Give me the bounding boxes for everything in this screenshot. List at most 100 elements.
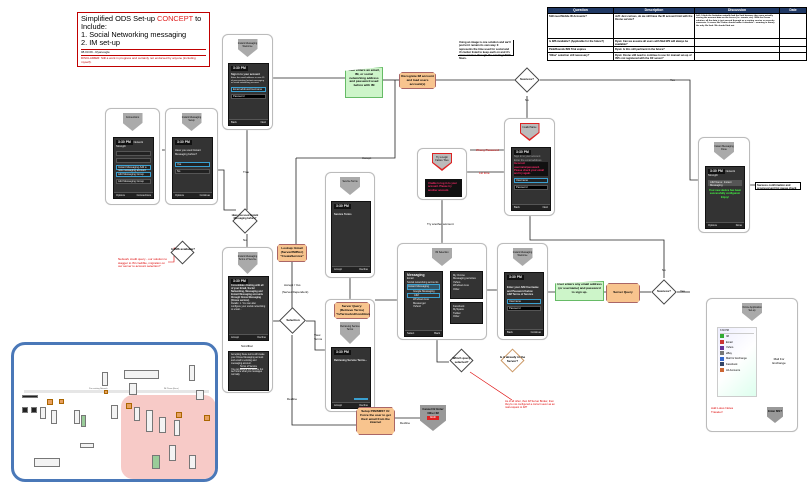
- password-field[interactable]: Password: [507, 305, 541, 311]
- category-social[interactable]: Social networking accounts: [407, 280, 439, 284]
- menu-item[interactable]: Other: [453, 287, 460, 291]
- clock: 3:30 PM: [334, 204, 351, 210]
- accept-softkey[interactable]: Accept: [334, 404, 342, 407]
- clock: 3:30 PM: [231, 279, 248, 285]
- category-im[interactable]: Instant Messaging: [407, 284, 440, 290]
- edge-label: Yes: [670, 78, 675, 82]
- cell: Jeff: I think the limitation actually ha…: [694, 13, 780, 39]
- server-query-box: Server Query: [606, 283, 640, 303]
- success-note: Success confirmation and progress/sent l…: [755, 182, 801, 190]
- category-email[interactable]: Email: [407, 277, 414, 281]
- email-field[interactable]: Email address/Username: [231, 87, 266, 93]
- im-option[interactable]: Windows Live Messenger: [413, 298, 430, 305]
- app-item[interactable]: Email: [720, 339, 754, 346]
- app-item[interactable]: IM: [720, 334, 754, 340]
- card-terms: Instant Messaging Terms of Service 3:30 …: [222, 247, 273, 393]
- app-item[interactable]: All Accounts: [720, 367, 754, 374]
- softkey-left[interactable]: Options: [708, 224, 717, 227]
- card-header: Instant Messaging Done: [714, 142, 734, 160]
- app-item[interactable]: Mail for Exchange: [720, 356, 754, 362]
- option-no[interactable]: No: [175, 169, 210, 175]
- menu-item[interactable]: Add Messaging Group: [116, 171, 151, 177]
- decline-softkey[interactable]: Decline: [359, 268, 368, 271]
- menu-item[interactable]: Instant Messaging Add a new messaging ac…: [116, 164, 151, 172]
- softkey-left[interactable]: Options: [116, 194, 125, 197]
- user-enters-box: User enters an email, IM, or social netw…: [345, 67, 383, 98]
- sub[interactable]: AIM Terms of Service: [507, 293, 534, 297]
- menu-item[interactable]: Yahoo: [453, 280, 461, 284]
- user-signup-box: User enters any email address (or userna…: [555, 281, 604, 301]
- menu-item[interactable]: Windows Live: [453, 284, 470, 288]
- decision-ims-available: Is IMS available?: [170, 240, 195, 265]
- softkey-right[interactable]: Back: [434, 332, 440, 335]
- softkey-right[interactable]: Next: [260, 121, 266, 124]
- softkey-right[interactable]: Next: [542, 206, 548, 209]
- card-header: Invalid Name: [520, 124, 539, 139]
- softkey-right[interactable]: Done: [735, 224, 742, 227]
- softkey-right[interactable]: Continue: [530, 331, 541, 334]
- softkey-right[interactable]: Continue: [199, 194, 210, 197]
- title-concept: CONCEPT: [157, 14, 194, 23]
- title-line4: 2. IM set-up: [81, 38, 121, 47]
- question: Have you used Instant Messaging before?: [175, 149, 201, 156]
- decline-softkey[interactable]: Decline: [257, 336, 266, 339]
- title-meta: 08.03.09 - Ryanoogle: [81, 49, 206, 55]
- option-yes[interactable]: Yes: [175, 162, 210, 168]
- menu-item[interactable]: Twitter: [453, 311, 461, 315]
- edge-label: No: [243, 238, 247, 242]
- password-field[interactable]: Password: [231, 94, 266, 100]
- clock: 3:30 PM: [231, 66, 248, 72]
- edge-label: Yes: [680, 289, 685, 293]
- app-item[interactable]: Facebook: [720, 362, 754, 368]
- username-field[interactable]: Username: [514, 177, 548, 183]
- menu-item[interactable]: MySpace: [453, 308, 464, 312]
- card-header: Instant Messaging Welcome: [237, 39, 258, 57]
- terms-note: You can decline this service but we'll s…: [231, 368, 264, 377]
- edge-label: Decline: [400, 421, 411, 425]
- im-option[interactable]: AIM: [407, 293, 440, 299]
- inset-label: IM Phase (Here): [164, 388, 179, 390]
- cell: [694, 52, 780, 61]
- app-item[interactable]: eBay: [720, 351, 754, 357]
- menu-item[interactable]: Messaging services: [453, 277, 476, 281]
- accept-softkey[interactable]: Accept: [231, 336, 239, 339]
- card-header: Service Terms: [340, 177, 360, 195]
- card-login-failure: Try a Login Failure Tries Unable to log …: [417, 148, 467, 200]
- status: Network Strength: [116, 141, 144, 149]
- lookup-box: Lookup: Email (Server/IM/Bcc) "CreateSer…: [277, 244, 307, 262]
- softkey-left[interactable]: Back: [507, 331, 513, 334]
- edge-label: 1st time: [479, 171, 490, 175]
- title-line2: Include:: [81, 22, 107, 31]
- disclaimer: DISCLAIMER: Still a work in progress and…: [81, 55, 206, 64]
- decline-softkey[interactable]: Decline: [359, 404, 368, 407]
- im-option[interactable]: Google Messaging: [413, 289, 435, 293]
- card-header: Instant Messaging Setup: [181, 113, 202, 131]
- decision-used-before: Have you used Instant Messaging before?: [232, 208, 258, 234]
- accept-softkey[interactable]: Accept: [334, 268, 342, 271]
- success-message: Your new device has been successfully co…: [708, 188, 742, 199]
- softkey-right[interactable]: Connections: [136, 194, 151, 197]
- password-field[interactable]: Password: [514, 184, 548, 190]
- softkey-left[interactable]: Select: [407, 332, 415, 335]
- card-apps: Ozone Application Set-up 3:30 PM IM Emai…: [706, 298, 798, 432]
- terms-link[interactable]: Terms of Service: [239, 365, 258, 368]
- title-line1: Simplified ODS Set-up: [81, 14, 157, 23]
- softkey-left[interactable]: Back: [231, 121, 237, 124]
- menu-item[interactable]: My Ozone: [453, 274, 465, 277]
- cell: Is IMS Available? (Applicable for the fu…: [547, 38, 614, 47]
- menu-item[interactable]: Other: [453, 315, 460, 319]
- menu-item[interactable]: Add Messaging Group: [116, 178, 151, 184]
- overview-thumbnail[interactable]: Pre-existing Network IM Phase (Here): [11, 342, 218, 482]
- app-item[interactable]: Yahoo: [720, 345, 754, 351]
- username-field[interactable]: Username: [507, 298, 541, 304]
- details: Details: 1. You can also configure your …: [231, 302, 266, 312]
- clock: 3:30 PM: [334, 350, 351, 356]
- terms-body: Accepting these terms will create your O…: [231, 354, 265, 365]
- notes-table: Question Description Discussion Date Sti…: [547, 7, 807, 61]
- softkey-left[interactable]: Options: [175, 194, 184, 197]
- server-query-terms-box: Server Query: (Retrieve Terms) "IsTermsA…: [334, 302, 370, 319]
- im-option[interactable]: Yahoo!: [413, 305, 422, 309]
- card-invalid: Invalid Name 3:30 PM Sign in to your acc…: [504, 118, 555, 216]
- menu-item[interactable]: Facebook: [453, 305, 465, 308]
- softkey-left[interactable]: Back: [514, 206, 520, 209]
